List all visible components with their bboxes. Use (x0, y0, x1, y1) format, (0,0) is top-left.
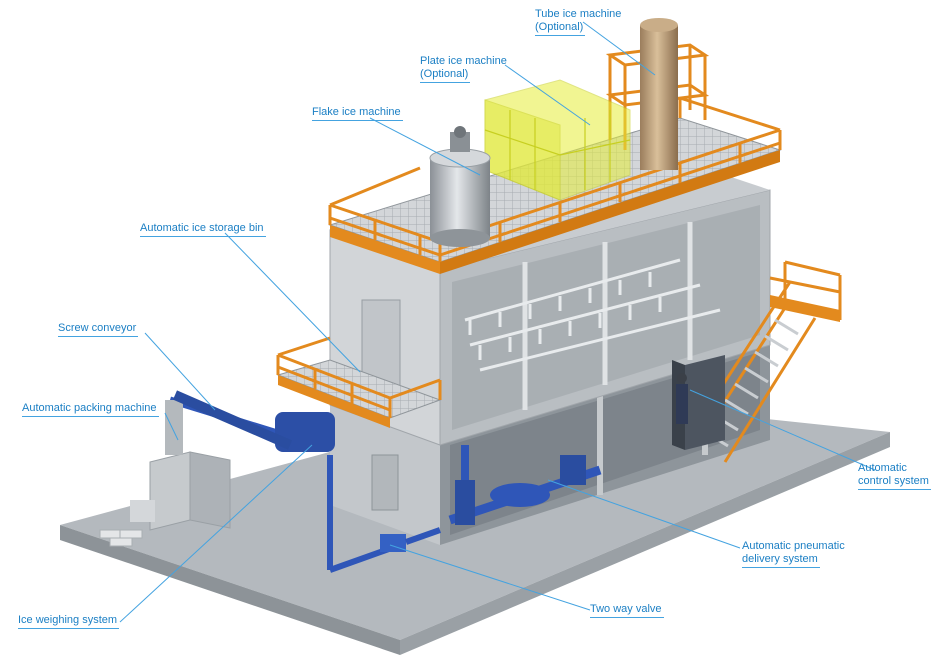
label-tube-ice-machine: Tube ice machine (Optional) (535, 8, 621, 36)
label-text: Automatic pneumatic (742, 540, 845, 552)
control-cabinet (672, 355, 725, 450)
flake-ice-machine (429, 126, 491, 247)
label-plate-ice-machine: Plate ice machine (Optional) (420, 55, 507, 83)
ice-bags (99, 529, 143, 547)
label-text: Plate ice machine (420, 55, 507, 67)
label-text: Flake ice machine (312, 106, 403, 121)
label-text: Automatic packing machine (22, 402, 159, 417)
label-text: control system (858, 475, 931, 490)
label-ice-weighing-system: Ice weighing system (18, 614, 120, 629)
label-text: Automatic ice storage bin (140, 222, 266, 237)
interior-rakes (464, 258, 721, 372)
label-text: Screw conveyor (58, 322, 139, 337)
label-text: Automatic (858, 462, 907, 474)
two-way-valve-body (380, 534, 406, 552)
label-automatic-control-system: Automatic control system (858, 462, 931, 490)
left-platform (276, 336, 442, 428)
label-text: Two way valve (590, 603, 664, 618)
lower-door (371, 454, 399, 511)
label-text: Tube ice machine (535, 8, 622, 20)
screw-conveyor-unit (173, 390, 292, 450)
label-text: (Optional) (420, 68, 471, 83)
label-automatic-ice-storage-bin: Automatic ice storage bin (140, 222, 266, 237)
label-text: delivery system (742, 553, 820, 568)
label-text: Ice weighing system (18, 614, 120, 629)
tube-ice-machine (605, 18, 710, 170)
label-text: (Optional) (535, 21, 586, 36)
label-flake-ice-machine: Flake ice machine (312, 106, 403, 121)
label-automatic-pneumatic-delivery-system: Automatic pneumatic delivery system (742, 540, 845, 568)
plate-ice-machine (484, 79, 631, 201)
label-screw-conveyor: Screw conveyor (58, 322, 139, 337)
label-two-way-valve: Two way valve (590, 603, 664, 618)
automatic-packing-machine-unit (130, 400, 231, 531)
label-automatic-packing-machine: Automatic packing machine (22, 402, 159, 417)
leader-lines (119, 21, 876, 623)
